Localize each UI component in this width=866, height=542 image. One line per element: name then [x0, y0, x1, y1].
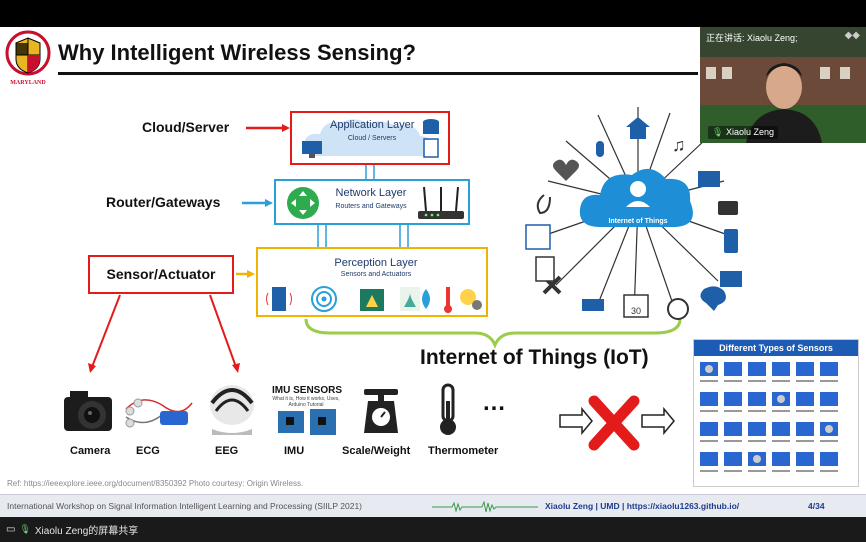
- application-layer-title: Application Layer: [330, 119, 415, 131]
- thermometer-icon: [440, 383, 456, 435]
- university-seal-logo: MARYLAND: [5, 30, 51, 86]
- top-bar: [0, 0, 866, 27]
- slide-title: Why Intelligent Wireless Sensing?: [58, 40, 416, 65]
- iot-heading: Internet of Things (IoT): [420, 346, 649, 369]
- reference-note: Ref: https://ieeexplore.ieee.org/documen…: [7, 479, 304, 488]
- device-label-eeg: EEG: [215, 445, 239, 457]
- device-label-thermometer: Thermometer: [428, 445, 499, 457]
- screen-share-icon[interactable]: ▭: [6, 524, 16, 535]
- page-number: 4/34: [808, 501, 825, 511]
- speaker-video[interactable]: 正在讲话: Xiaolu Zeng; ◆◆ 🎙 Xiaolu Zeng: [700, 27, 866, 143]
- cloud-server-label: Cloud/Server: [142, 119, 230, 135]
- cloud-shape: [303, 119, 435, 157]
- title-underline: [58, 72, 698, 75]
- ecg-device-image: [125, 398, 193, 428]
- monitor-icon: [302, 141, 322, 158]
- router-gateways-label: Router/Gateways: [106, 194, 221, 210]
- perception-layer-box: Perception Layer Sensors and Actuators: [256, 247, 488, 317]
- perception-layer-title: Perception Layer: [334, 257, 418, 269]
- layout-toggle-icon[interactable]: ◆◆: [844, 30, 860, 41]
- iot-hub-label: Internet of Things: [608, 218, 667, 225]
- mic-icon[interactable]: 🎙: [19, 524, 31, 534]
- device-label-scale: Scale/Weight: [342, 445, 411, 457]
- imu-boards-image: [278, 409, 336, 435]
- network-layer-subtitle: Routers and Gateways: [335, 203, 407, 210]
- network-layer-box: Network Layer Routers and Gateways: [274, 179, 470, 225]
- database-server-icon: [423, 119, 439, 158]
- sensor-types-title: Different Types of Sensors: [694, 340, 858, 356]
- screen-share-bar: ▭ 🎙 Xiaolu Zeng的屏幕共享: [0, 517, 866, 542]
- participant-name-tag: 🎙 Xiaolu Zeng: [708, 126, 778, 139]
- sensor-types-panel: Different Types of Sensors: [693, 339, 859, 487]
- footer-presenter-info: Xiaolu Zeng | UMD | https://xiaolu1263.g…: [545, 501, 740, 511]
- speaking-indicator: 正在讲话: Xiaolu Zeng;: [706, 33, 798, 43]
- device-label-camera: Camera: [70, 445, 111, 457]
- iot-hub-diagram: Internet of Things ♫ 30: [525, 107, 742, 320]
- video-background: [700, 27, 866, 143]
- waveform-decoration: [432, 501, 538, 513]
- participant-name: Xiaolu Zeng: [725, 127, 774, 137]
- mic-icon: 🎙: [712, 127, 724, 137]
- network-layer-title: Network Layer: [335, 187, 407, 199]
- imu-sensors-subtitle: What it is, How it works, Uses, Arduino …: [272, 396, 340, 408]
- wifi-gateway-icon: [418, 186, 464, 219]
- more-devices-ellipsis: …: [482, 389, 506, 416]
- perception-layer-subtitle: Sensors and Actuators: [340, 271, 412, 278]
- perception-icons: [266, 286, 482, 313]
- scale-icon: [364, 389, 398, 433]
- application-layer-box: Application Layer Cloud / Servers: [290, 111, 450, 165]
- layer-arrows: [88, 124, 682, 373]
- cross-comparison: [559, 395, 675, 451]
- sensor-modules-grid: [700, 362, 838, 472]
- sensor-actuator-label: Sensor/Actuator: [88, 255, 234, 294]
- application-layer-subtitle: Cloud / Servers: [347, 135, 397, 142]
- svg-text:MARYLAND: MARYLAND: [10, 80, 46, 86]
- camera-image: [64, 391, 112, 431]
- device-label-imu: IMU: [284, 445, 305, 457]
- svg-text:30: 30: [631, 306, 641, 316]
- footer-workshop-name: International Workshop on Signal Informa…: [7, 501, 363, 511]
- router-icon: [287, 187, 319, 219]
- eeg-headset-image: [210, 385, 254, 435]
- device-label-ecg: ECG: [136, 445, 160, 457]
- screen-share-label: Xiaolu Zeng的屏幕共享: [34, 526, 139, 537]
- slide-footer: International Workshop on Signal Informa…: [0, 494, 866, 517]
- svg-text:♫: ♫: [672, 135, 686, 155]
- imu-sensors-title: IMU SENSORS: [272, 385, 343, 396]
